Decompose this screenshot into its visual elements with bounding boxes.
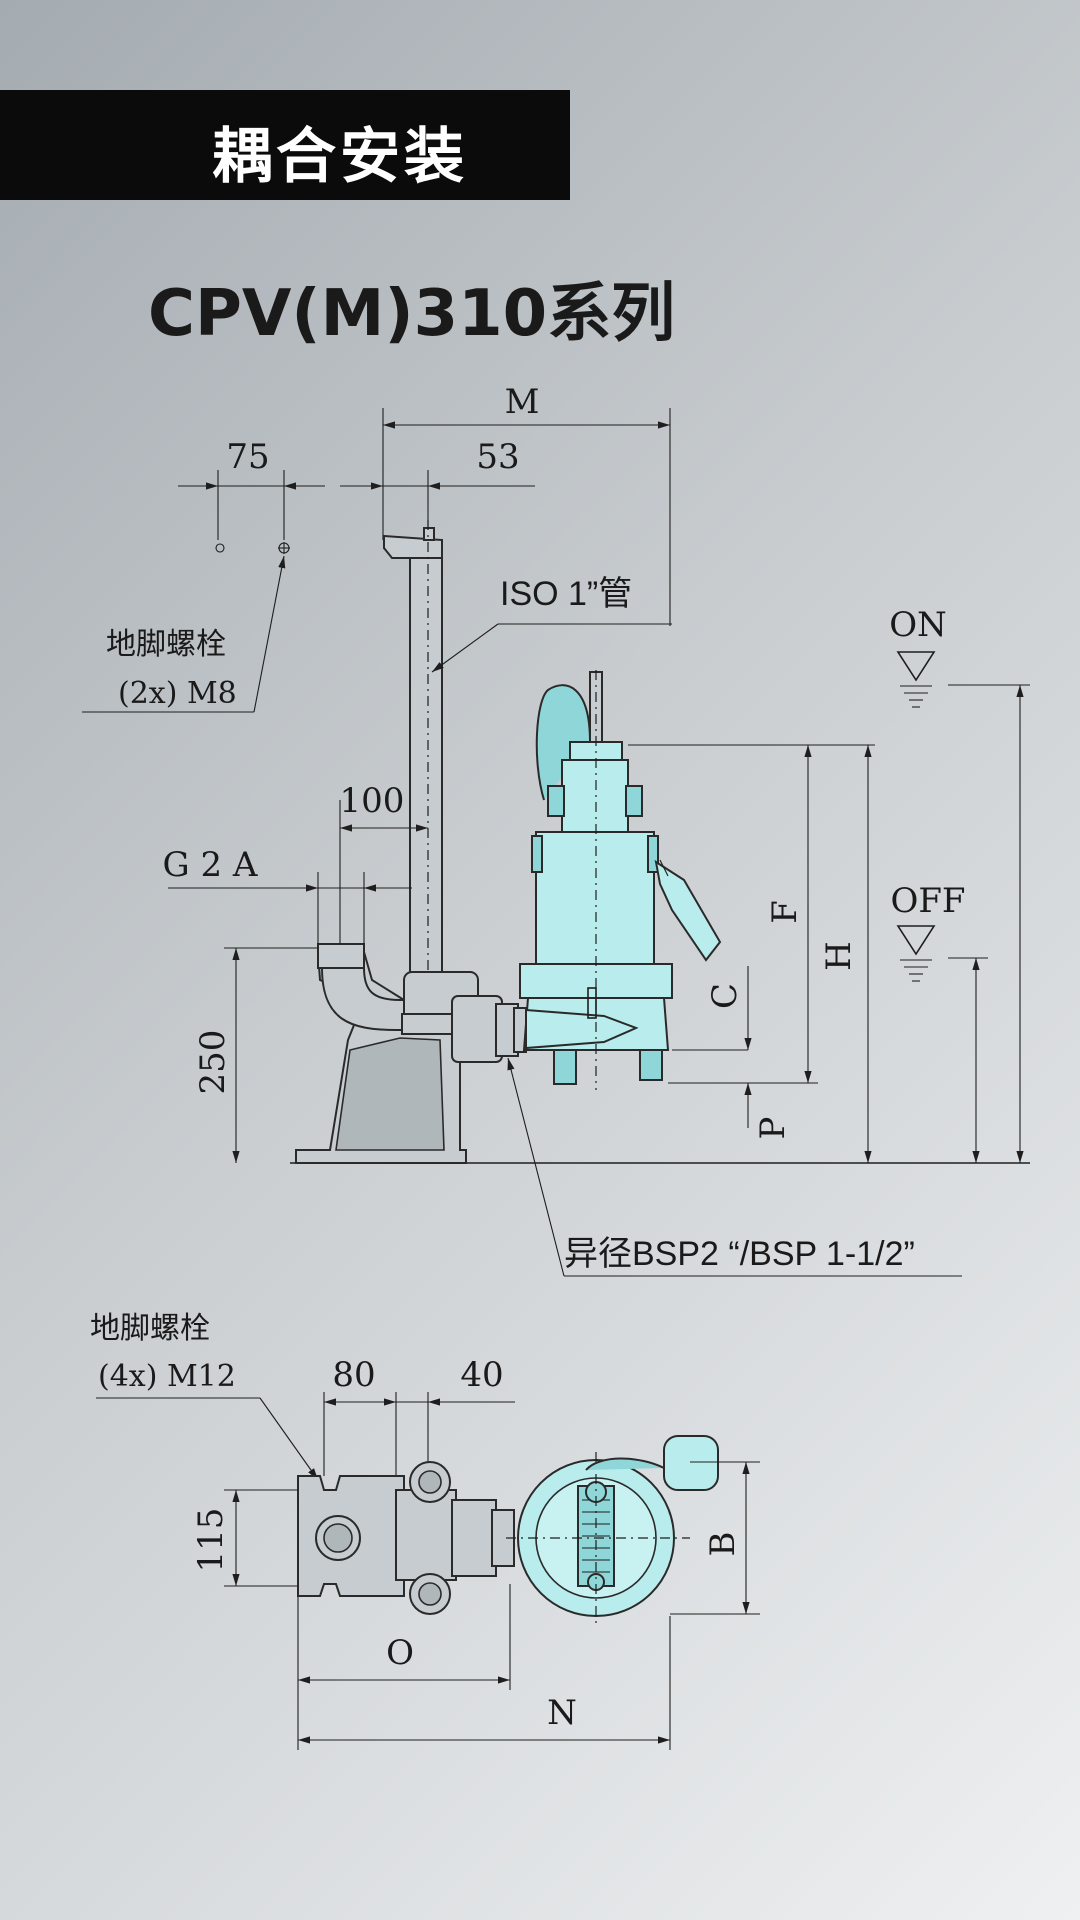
bolt-label-2x-line2: (2x) M8 xyxy=(118,676,237,711)
discharge-flange xyxy=(317,943,365,969)
dim-250: 250 xyxy=(193,1030,233,1095)
pump-foot xyxy=(639,1049,663,1081)
bolt-label-4x-line2: (4x) M12 xyxy=(98,1359,236,1394)
dim-80: 80 xyxy=(332,1355,375,1395)
level-off: OFF xyxy=(890,881,965,921)
series-title: CPV(M)310系列 xyxy=(148,277,676,351)
float-switch-top xyxy=(663,1435,719,1491)
bolt-label-4x-line1: 地脚螺栓 xyxy=(90,1311,210,1346)
dim-f: F xyxy=(765,900,805,924)
bolt-hole xyxy=(215,543,225,553)
dim-m: M xyxy=(505,382,540,422)
dim-100: 100 xyxy=(340,781,405,821)
float-switch xyxy=(654,859,722,962)
motor-top xyxy=(561,759,629,839)
reducer-fitting xyxy=(451,995,503,1063)
bolt-label-2x-line1: 地脚螺栓 xyxy=(106,627,226,662)
reducer-label: 异径BSP2 “/BSP 1-1/2” xyxy=(564,1235,915,1273)
banner-title: 耦合安装 xyxy=(212,122,468,192)
dim-h: H xyxy=(819,941,859,971)
dim-115: 115 xyxy=(191,1508,231,1573)
pump-foot xyxy=(553,1049,577,1085)
dim-p: P xyxy=(753,1117,793,1140)
level-on: ON xyxy=(889,605,947,645)
dim-53: 53 xyxy=(476,437,519,477)
dim-o: O xyxy=(386,1633,414,1673)
motor-housing xyxy=(535,831,655,965)
dim-c: C xyxy=(705,983,745,1009)
pipe-label: ISO 1”管 xyxy=(500,575,632,613)
dim-b: B xyxy=(703,1532,743,1557)
level-on-symbol xyxy=(896,651,936,708)
dim-40: 40 xyxy=(460,1355,503,1395)
power-cable xyxy=(535,684,591,801)
dim-n: N xyxy=(547,1693,577,1733)
top-view: 地脚螺栓 (4x) M12 80 40 115 xyxy=(90,1311,760,1750)
title-banner xyxy=(0,90,570,200)
dim-g2a: G 2 A xyxy=(163,845,258,885)
dim-75: 75 xyxy=(226,437,269,477)
level-off-symbol xyxy=(896,925,936,982)
side-view: M 75 53 地脚螺栓 (2x) M8 xyxy=(82,382,1030,1277)
